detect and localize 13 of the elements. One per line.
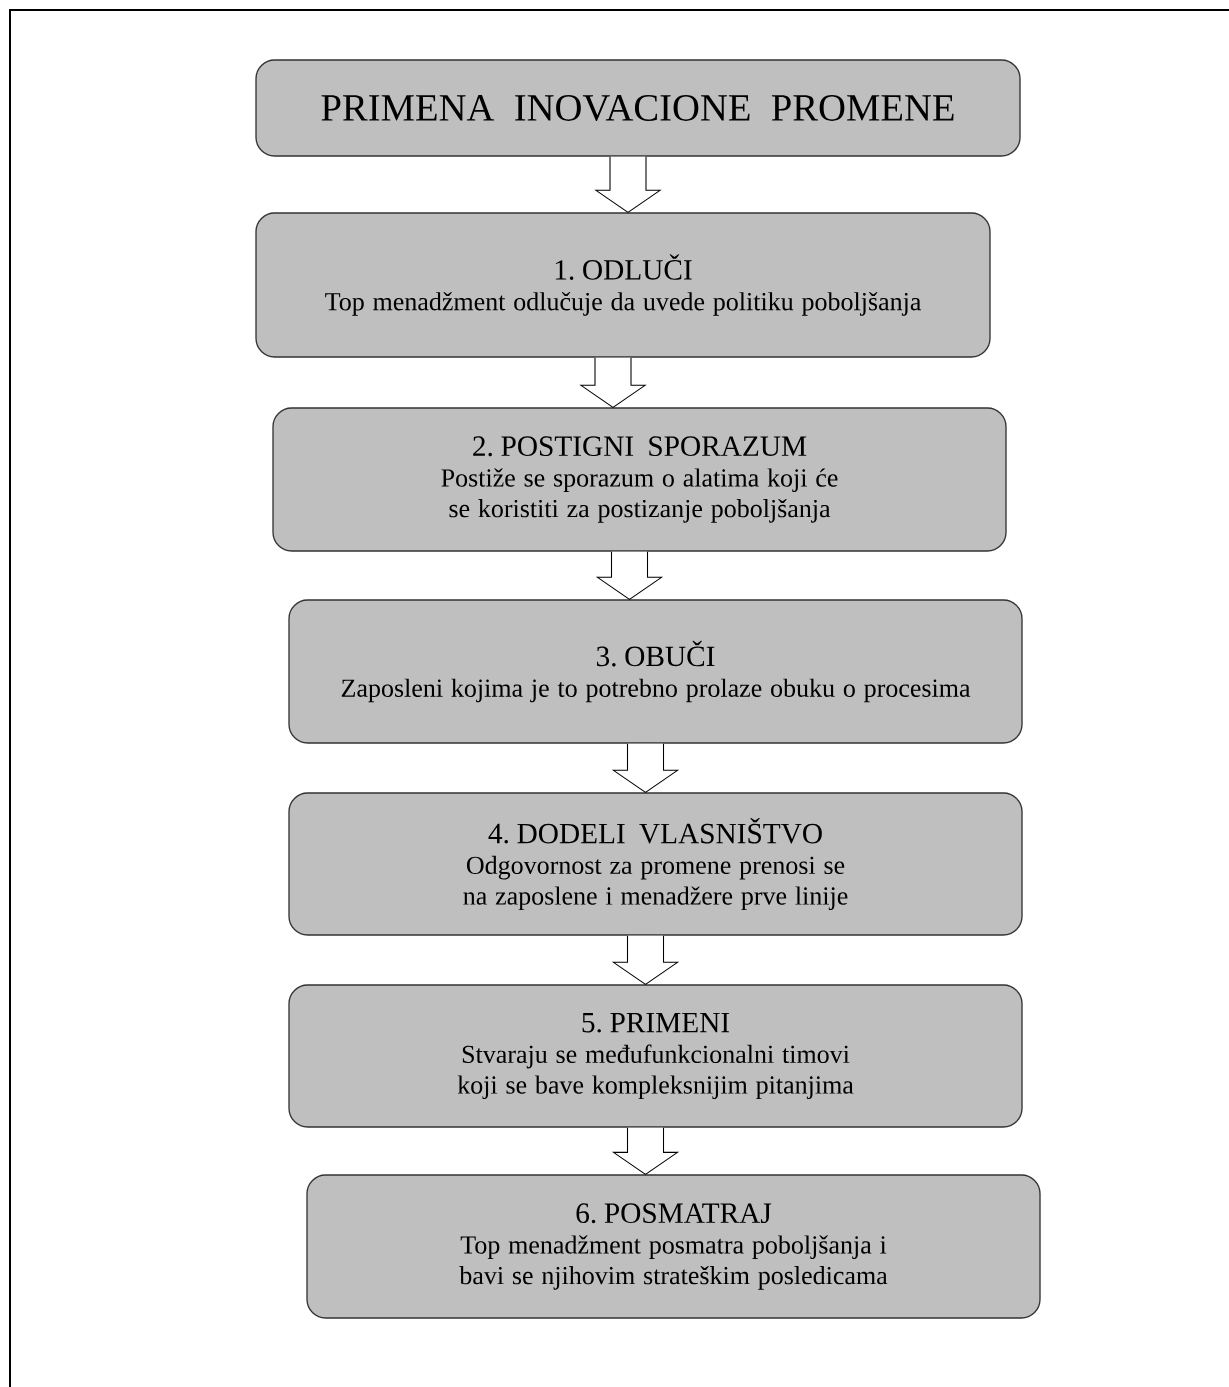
block-arrow — [579, 357, 647, 408]
step-box: 4. DODELI VLASNIŠTVO Odgovornost za promene prenosi se na zaposlene i menadžere prve linije — [288, 792, 1023, 936]
block-arrow — [595, 551, 664, 600]
step-box: 1. ODLUČI Top menadžment odlučuje da uvede politiku poboljšanja — [255, 212, 991, 358]
block-arrow — [611, 743, 680, 793]
step-box: 3. OBUČI Zaposleni kojima je to potrebno prolaze obuku o procesima — [288, 599, 1023, 744]
step-box: 5. PRIMENI Stvaraju se međufunkcionalni timovi koji se bave kompleksnijim pitanjima — [288, 984, 1023, 1128]
step-box: PRIMENA INOVACIONE PROMENE — [255, 59, 1021, 157]
block-arrow — [611, 935, 680, 985]
step-box: 2. POSTIGNI SPORAZUM Postiže se sporazum o alatima koji će se koristiti za postizanje poboljšanja — [272, 407, 1007, 552]
step-box: 6. POSMATRAJ Top menadžment posmatra poboljšanja i bavi se njihovim strateškim posledicama — [306, 1174, 1041, 1319]
block-arrow — [594, 156, 662, 213]
block-arrow — [611, 1127, 680, 1175]
